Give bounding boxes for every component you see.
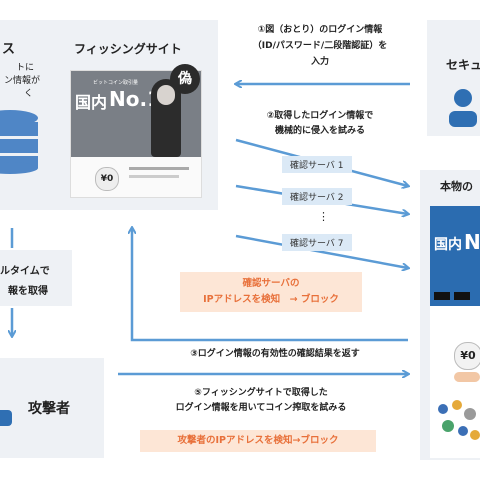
left-top-desc-1: トに xyxy=(16,63,35,73)
server-box-1: 確認サーバ 1 xyxy=(282,156,352,173)
realtime-panel xyxy=(0,250,72,306)
attacker-label: 攻撃者 xyxy=(28,401,70,417)
fake-badge: 偽 xyxy=(170,64,200,94)
phishing-banner-big-a: 国内 xyxy=(75,93,108,112)
step1-line3: 入力 xyxy=(310,57,329,67)
realtime-line1: ルタイムで xyxy=(0,266,50,277)
step2-line2: 機械的に侵入を試みる xyxy=(274,126,365,136)
real-coins-illustration xyxy=(436,400,480,450)
phishing-banner-small: ビットコイン取引量 xyxy=(93,80,139,86)
attacker-panel xyxy=(0,358,104,458)
phishing-coin: ¥0 xyxy=(95,167,119,191)
server-box-2: 確認サーバ 2 xyxy=(282,188,352,205)
database-icon xyxy=(0,110,40,174)
phishing-person-face xyxy=(157,85,175,105)
server-box-7: 確認サーバ 7 xyxy=(282,234,352,251)
real-store-badge xyxy=(434,292,450,300)
security-title: セキュ xyxy=(446,58,480,72)
block-server-ip-line2: IPアドレスを検知 → ブロック xyxy=(203,294,339,305)
real-banner xyxy=(430,206,480,306)
block-attacker-ip: 攻撃者のIPアドレスを検知→ブロック xyxy=(140,430,376,452)
real-hand-illustration xyxy=(454,372,480,382)
block-server-ip: 確認サーバの IPアドレスを検知 → ブロック xyxy=(180,272,362,312)
security-person-icon xyxy=(446,86,480,130)
real-site-title: 本物の xyxy=(440,180,473,193)
real-coin: ¥0 xyxy=(454,342,480,370)
arrow-return-result xyxy=(132,228,408,342)
step1-line1: ①図（おとり）のログイン情報 xyxy=(257,25,383,35)
step5-line1: ⑤フィッシングサイトで取得した xyxy=(194,388,328,398)
block-server-ip-line1: 確認サーバの xyxy=(242,278,300,289)
attacker-person-icon xyxy=(0,380,16,430)
step5-line2: ログイン情報を用いてコイン搾取を試みる xyxy=(175,403,347,413)
left-top-title: ス xyxy=(2,42,16,57)
real-banner-big-b: No xyxy=(464,230,480,254)
real-site-screenshot: 国内 No ¥0 xyxy=(430,206,480,458)
left-top-desc-3: く xyxy=(24,89,34,99)
phishing-footer-text xyxy=(129,167,189,170)
step2-line1: ②取得したログイン情報で xyxy=(266,111,374,121)
phishing-footer-text-2 xyxy=(129,175,179,178)
realtime-line2: 報を取得 xyxy=(8,286,48,297)
arrow-server-7 xyxy=(235,234,408,268)
step1-line2: （ID/パスワード/二段階認証）を xyxy=(252,41,388,51)
real-store-badge-2 xyxy=(454,292,470,300)
phishing-title: フィッシングサイト xyxy=(74,42,182,56)
left-top-desc-2: ン情報が xyxy=(4,76,41,86)
real-banner-big-a: 国内 xyxy=(434,237,462,253)
server-ellipsis: ⋮ xyxy=(318,210,329,223)
step3-text: ③ログイン情報の有効性の確認結果を返す xyxy=(190,349,360,359)
